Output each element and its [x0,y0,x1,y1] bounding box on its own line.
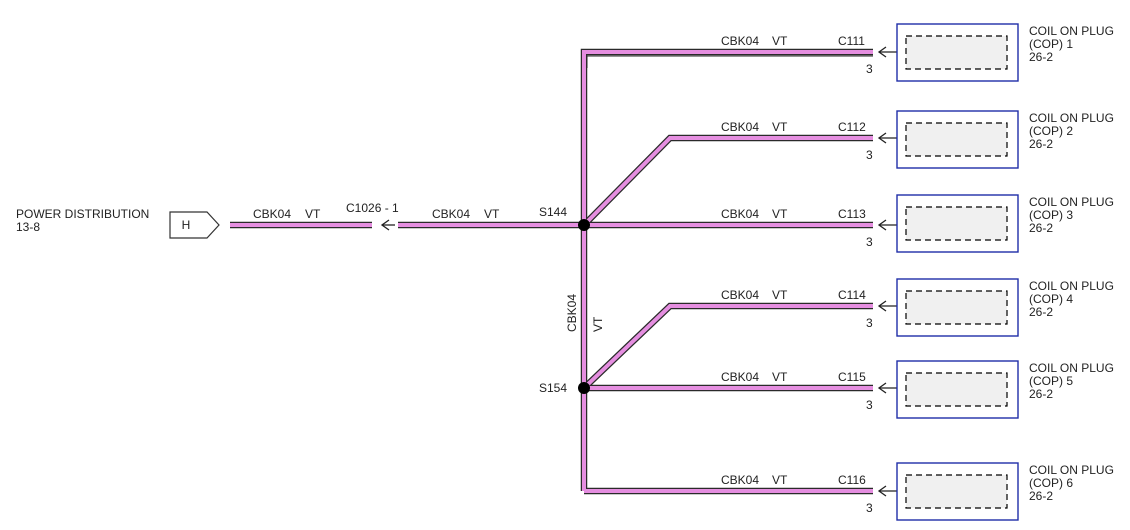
device-ref: 26-2 [1029,137,1053,151]
connector-inner-box [905,290,1008,325]
branch-pin-number: 3 [866,148,873,162]
branch-wire-code: CBK04 [721,370,759,384]
branch-wire-code: CBK04 [721,473,759,487]
source-ref: 13-8 [16,220,40,234]
branch-wire-color: VT [772,370,788,384]
splice-s154-dot[interactable] [578,382,590,394]
coil-connector-5[interactable] [896,360,1019,419]
inline-connector-arrow-icon [380,219,395,231]
connector-arrow-icon [877,485,897,497]
trunk-right-color: VT [484,207,500,221]
branch-wire-code: CBK04 [721,34,759,48]
vertical-wire [582,50,873,491]
connector-arrow-icon [877,382,897,394]
vertical-wire-outline [580,48,873,491]
branch-2-wire [582,136,873,227]
device-name: COIL ON PLUG [1029,111,1114,125]
branch-pin-number: 3 [866,62,873,76]
device-id: (COP) 2 [1029,124,1073,138]
branch-connector-id: C116 [838,473,866,487]
branch-connector-id: C113 [838,207,866,221]
branch-wire-color: VT [772,288,788,302]
branch-wire-code: CBK04 [721,207,759,221]
branch-pin-number: 3 [866,235,873,249]
harness-connector-h[interactable]: H [169,211,220,239]
branch-connector-id: C115 [838,370,866,384]
coil-connector-1[interactable] [896,23,1019,82]
vertical-wire-color: VT [591,316,605,332]
branch-pin-number: 3 [866,501,873,515]
device-ref: 26-2 [1029,387,1053,401]
device-ref: 26-2 [1029,489,1053,503]
coil-connector-2[interactable] [896,110,1019,169]
device-id: (COP) 1 [1029,37,1073,51]
connector-arrow-icon [877,219,897,231]
connector-inner-box [905,372,1008,407]
coil-connector-3[interactable] [896,194,1019,253]
connector-inner-box [905,122,1008,157]
branch-connector-id: C114 [838,288,866,302]
device-ref: 26-2 [1029,221,1053,235]
device-name: COIL ON PLUG [1029,361,1114,375]
branch-pin-number: 3 [866,398,873,412]
branch-pin-number: 3 [866,316,873,330]
branch-wire-code: CBK04 [721,288,759,302]
connector-arrow-icon [877,300,897,312]
connector-inner-box [905,35,1008,70]
branch-connector-id: C112 [838,120,866,134]
branch-wire-code: CBK04 [721,120,759,134]
device-name: COIL ON PLUG [1029,24,1114,38]
device-ref: 26-2 [1029,50,1053,64]
wire-outlines [230,48,873,495]
device-id: (COP) 3 [1029,208,1073,222]
splice-s144-label: S144 [539,205,567,219]
source-title: POWER DISTRIBUTION [16,207,149,221]
splice-s144-dot[interactable] [578,219,590,231]
splice-s154-label: S154 [539,381,567,395]
branch-wire-color: VT [772,120,788,134]
device-id: (COP) 4 [1029,292,1073,306]
branch-wire-color: VT [772,34,788,48]
connector-arrow-icon [877,132,897,144]
connector-arrow-icon [877,46,897,58]
connector-inner-box [905,474,1008,509]
device-ref: 26-2 [1029,305,1053,319]
device-id: (COP) 6 [1029,476,1073,490]
harness-connector-shape [169,211,220,239]
device-name: COIL ON PLUG [1029,463,1114,477]
trunk-right-code: CBK04 [432,207,470,221]
connector-inner-box [905,206,1008,241]
branch-wire-color: VT [772,207,788,221]
vertical-wire-code: CBK04 [565,294,579,332]
inline-connector-label: C1026 - 1 [346,201,399,215]
coil-connector-6[interactable] [896,462,1019,521]
wire-fills [230,50,873,493]
trunk-left-code: CBK04 [253,207,291,221]
corner-detail [586,55,873,68]
harness-connector-letter: H [182,218,191,232]
coil-connector-4[interactable] [896,278,1019,337]
device-name: COIL ON PLUG [1029,279,1114,293]
trunk-left-color: VT [305,207,321,221]
branch-wire-color: VT [772,473,788,487]
branch-connector-id: C111 [838,34,865,48]
device-name: COIL ON PLUG [1029,195,1114,209]
device-id: (COP) 5 [1029,374,1073,388]
branch-4-wire [582,304,873,390]
